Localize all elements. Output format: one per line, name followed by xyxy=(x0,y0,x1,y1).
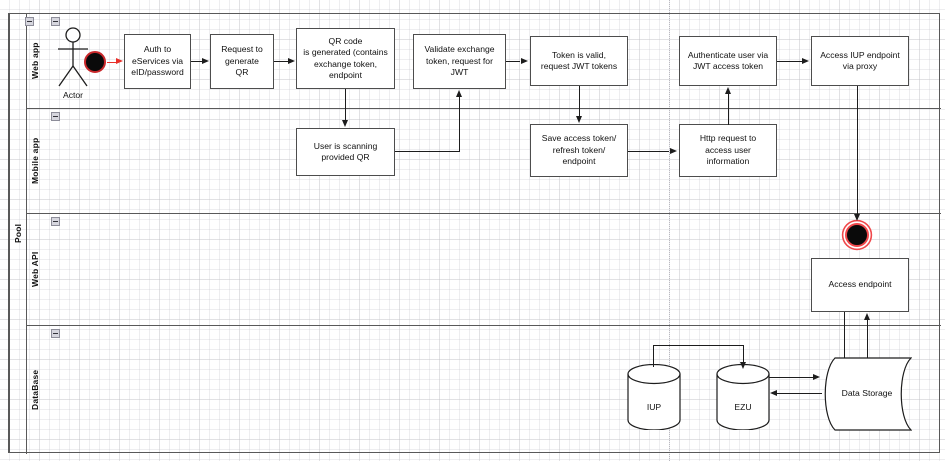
flow-datastorage-to-ezu xyxy=(777,393,822,395)
task-user-is-scanning-qr[interactable]: User is scanning provided QR xyxy=(296,128,395,176)
task-validate-exchange-token[interactable]: Validate exchange token, request for JWT xyxy=(413,34,506,89)
collapse-toggle-mobile-app[interactable] xyxy=(51,112,60,121)
lane-database[interactable]: DataBase xyxy=(26,326,941,454)
cylinder-icon xyxy=(716,363,770,431)
collapse-toggle-pool[interactable] xyxy=(25,17,34,26)
task-http-request-user-info[interactable]: Http request to access user information xyxy=(679,124,777,177)
task-qr-code-generated[interactable]: QR code is generated (contains exchange … xyxy=(296,28,395,89)
flow-save-to-http-arrowhead xyxy=(670,147,677,154)
flow-http-to-authenticate-arrowhead xyxy=(724,87,731,94)
lane-mobile-app[interactable]: Mobile app xyxy=(26,109,941,214)
flow-ezu-to-datastorage xyxy=(769,377,814,379)
task-access-iup-endpoint[interactable]: Access IUP endpoint via proxy xyxy=(811,36,909,86)
flow-accessendpoint-to-datastorage xyxy=(844,312,846,359)
task-auth-to-eservices[interactable]: Auth to eServices via eID/password xyxy=(124,34,191,89)
data-storage[interactable]: Data Storage xyxy=(822,357,913,431)
datastore-ezu-label: EZU xyxy=(734,402,752,412)
task-save-access-token[interactable]: Save access token/ refresh token/ endpoi… xyxy=(530,124,628,177)
flow-authenticate-to-accessiup-arrowhead xyxy=(802,57,809,64)
minus-icon xyxy=(53,332,58,335)
collapse-toggle-database[interactable] xyxy=(51,329,60,338)
datastore-iup[interactable]: IUP xyxy=(627,363,681,431)
datastore-ezu[interactable]: EZU xyxy=(716,363,770,431)
flow-scanning-to-validate-h xyxy=(395,151,460,153)
flow-tokenvalid-to-save xyxy=(579,86,581,117)
flow-request-to-qrcode-arrowhead xyxy=(288,57,295,64)
lane-label-database: DataBase xyxy=(26,326,43,454)
cylinder-icon xyxy=(627,363,681,431)
pool[interactable]: Pool Web app Mobile app Web API DataBase xyxy=(8,13,941,454)
flow-datastorage-to-accessendpoint-arrowhead xyxy=(863,313,870,320)
lane-label-mobile-app: Mobile app xyxy=(26,109,43,213)
flow-scanning-to-validate-arrowhead xyxy=(456,90,462,97)
task-access-endpoint[interactable]: Access endpoint xyxy=(811,258,909,312)
flow-tokenvalid-to-save-arrowhead xyxy=(575,116,582,123)
flow-qrcode-to-scanning xyxy=(345,89,347,121)
flow-qrcode-to-scanning-arrowhead xyxy=(341,120,348,127)
flow-http-to-authenticate xyxy=(728,94,730,125)
flow-request-to-qrcode xyxy=(274,61,288,63)
end-event[interactable] xyxy=(845,223,869,247)
actor-figure[interactable] xyxy=(50,26,96,88)
pool-label: Pool xyxy=(9,14,26,452)
flow-datastorage-to-accessendpoint xyxy=(867,320,869,362)
flow-validate-to-tokenvalid xyxy=(506,61,520,63)
lane-label-web-app: Web app xyxy=(26,14,43,108)
flow-scanning-to-validate-v xyxy=(459,97,461,152)
flow-start-to-auth xyxy=(107,61,117,63)
flow-start-to-auth-arrowhead xyxy=(116,58,123,64)
lane-label-web-api: Web API xyxy=(26,214,43,325)
lane-web-app[interactable]: Web app xyxy=(26,14,941,109)
minus-icon xyxy=(53,115,58,118)
flow-iup-to-ezu-arrowhead xyxy=(739,362,746,369)
datastore-iup-label: IUP xyxy=(646,402,662,412)
minus-icon xyxy=(27,20,32,23)
data-storage-shape-icon xyxy=(824,357,913,431)
data-storage-label: Data Storage xyxy=(841,388,893,398)
collapse-toggle-web-api[interactable] xyxy=(51,217,60,226)
flow-auth-to-request xyxy=(191,61,203,63)
actor-label: Actor xyxy=(62,90,84,100)
flow-save-to-http xyxy=(628,151,669,153)
flow-datastorage-to-ezu-arrowhead xyxy=(770,389,777,396)
flow-iup-to-ezu-h xyxy=(653,345,744,347)
lane-web-api[interactable]: Web API xyxy=(26,214,941,326)
flow-iup-to-ezu-v2 xyxy=(743,345,745,363)
page-break-line xyxy=(669,0,670,461)
flow-ezu-to-datastorage-arrowhead xyxy=(813,373,820,380)
flow-authenticate-to-accessiup xyxy=(777,61,802,63)
flow-validate-to-tokenvalid-arrowhead xyxy=(521,57,528,64)
task-request-to-generate-qr[interactable]: Request to generate QR xyxy=(210,34,274,89)
flow-accessiup-to-end-arrowhead xyxy=(853,214,860,221)
flow-auth-to-request-arrowhead xyxy=(202,57,209,64)
minus-icon xyxy=(53,220,58,223)
task-authenticate-user[interactable]: Authenticate user via JWT access token xyxy=(679,36,777,86)
flow-accessiup-to-end xyxy=(857,86,859,215)
collapse-toggle-web-app[interactable] xyxy=(51,17,60,26)
start-event[interactable] xyxy=(84,51,106,73)
task-token-is-valid[interactable]: Token is valid, request JWT tokens xyxy=(530,36,628,86)
minus-icon xyxy=(53,20,58,23)
actor-stick-figure-icon xyxy=(58,27,88,87)
flow-iup-to-ezu-v1 xyxy=(653,345,655,367)
